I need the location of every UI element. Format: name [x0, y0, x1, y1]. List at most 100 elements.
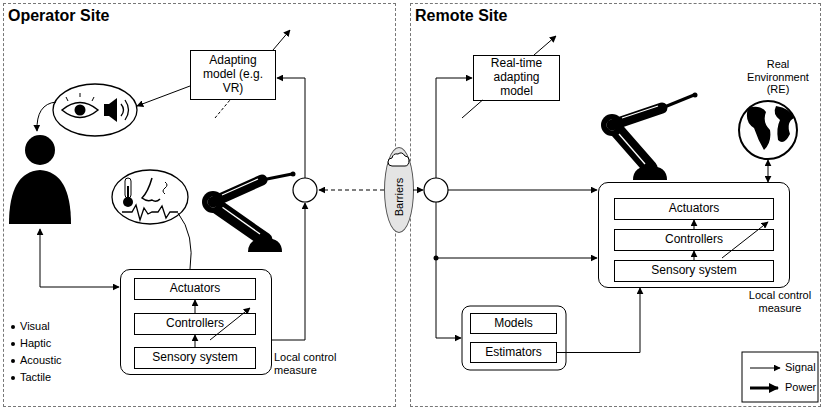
robot-arm — [215, 205, 265, 240]
vision-audio-symbol — [66, 97, 68, 101]
group-label: Local control measure — [744, 289, 816, 315]
box-label: Actuators — [170, 282, 221, 296]
process-box: Controllers — [614, 229, 774, 251]
robot-arm — [662, 95, 694, 108]
robot-arm — [291, 172, 296, 177]
senses-symbol — [112, 170, 188, 224]
signal-connector — [694, 251, 695, 260]
robot-arm — [262, 174, 292, 180]
control-group: Local control measureActuatorsController… — [598, 182, 790, 288]
signal-connector — [557, 288, 640, 353]
process-box: Controllers — [134, 313, 256, 335]
process-box: Actuators — [134, 278, 256, 300]
signal-connector — [195, 300, 196, 313]
senses-symbol — [122, 205, 178, 220]
robot-arm — [619, 134, 645, 164]
robot-arm — [615, 128, 650, 168]
legend-box — [750, 387, 778, 390]
signal-line — [436, 78, 472, 178]
signal-line — [272, 203, 305, 340]
globe-label: Real Environment (RE) — [743, 58, 813, 96]
vision-audio-symbol — [92, 97, 94, 101]
senses-symbol — [142, 178, 160, 201]
summing-junction — [293, 178, 317, 202]
signal-connector — [195, 335, 196, 347]
process-box: Real-time adapting model — [473, 55, 560, 101]
control-group: Local control measureActuatorsController… — [120, 269, 272, 375]
box-label: Real-time adapting model — [480, 57, 553, 98]
adaptation-arrow — [273, 30, 290, 50]
legend-box — [742, 352, 818, 402]
process-box: Models — [470, 313, 557, 334]
box-label: Sensory system — [152, 351, 237, 365]
robot-arm — [601, 93, 698, 181]
box-label: Models — [494, 317, 533, 331]
barrier-link — [319, 190, 384, 191]
vision-audio-symbol — [121, 104, 124, 116]
modality-label: Haptic — [20, 337, 51, 349]
box-label: Adapting model (e.g. VR) — [197, 54, 269, 95]
vision-audio-symbol — [53, 84, 137, 136]
signal-connector — [768, 160, 769, 182]
bullet — [11, 325, 15, 380]
bullet — [11, 359, 15, 363]
group-label: Local control measure — [274, 351, 348, 377]
senses-symbol — [112, 170, 188, 224]
box-label: Sensory system — [651, 264, 736, 278]
box-label: Controllers — [166, 317, 224, 331]
signal-line — [436, 202, 461, 338]
box-label: Actuators — [669, 202, 720, 216]
signal-line — [178, 213, 191, 269]
signal-line — [37, 102, 56, 131]
operator-icon — [25, 135, 55, 165]
legend-box — [750, 368, 780, 369]
process-box: Adapting model (e.g. VR) — [190, 50, 276, 100]
operator-icon — [9, 135, 71, 224]
signal-line — [277, 78, 305, 178]
senses-symbol — [163, 182, 167, 194]
adaptation-arrow — [215, 100, 230, 118]
process-box: Sensory system — [614, 260, 774, 282]
vision-audio-symbol — [125, 100, 129, 120]
box-label: Estimators — [485, 346, 542, 360]
model-group-outline — [462, 306, 566, 370]
signal-line — [137, 86, 190, 106]
modality-label: Visual — [20, 320, 50, 332]
panel-title: Operator Site — [8, 7, 109, 25]
robot-arm — [222, 179, 258, 195]
legend-box — [742, 352, 818, 402]
vision-audio-symbol — [80, 93, 81, 97]
summing-junction — [424, 178, 448, 202]
vision-audio-symbol — [62, 103, 98, 118]
summing-junction — [293, 178, 448, 202]
site-panel: Remote SiteReal-time adapting modelReal … — [410, 3, 821, 407]
operator-icon — [9, 170, 71, 224]
adaptation-arrow — [534, 36, 556, 55]
signal-line — [40, 229, 119, 287]
bullet — [11, 325, 15, 329]
process-box: Estimators — [470, 342, 557, 363]
robot-arm — [693, 93, 698, 98]
robot-arm — [612, 108, 662, 125]
adaptation-arrow — [462, 100, 483, 118]
modality-label: Acoustic — [20, 354, 62, 366]
robot-arm — [222, 207, 260, 234]
robot-arm — [202, 172, 296, 253]
senses-symbol — [127, 186, 129, 200]
modality-label: Tactile — [20, 371, 51, 383]
bullet — [11, 342, 15, 346]
legend-text: Power — [785, 381, 816, 393]
signal-line — [448, 190, 597, 191]
vision-audio-symbol — [75, 105, 86, 116]
signal-connector — [694, 220, 695, 229]
process-box: Actuators — [614, 198, 774, 220]
barrier-label: Barriers — [393, 178, 405, 217]
bullet — [11, 376, 15, 380]
robot-arm — [622, 106, 658, 118]
robot-arm — [213, 180, 262, 202]
signal-line — [436, 258, 597, 259]
box-label: Controllers — [665, 233, 723, 247]
vision-audio-symbol — [53, 84, 137, 136]
